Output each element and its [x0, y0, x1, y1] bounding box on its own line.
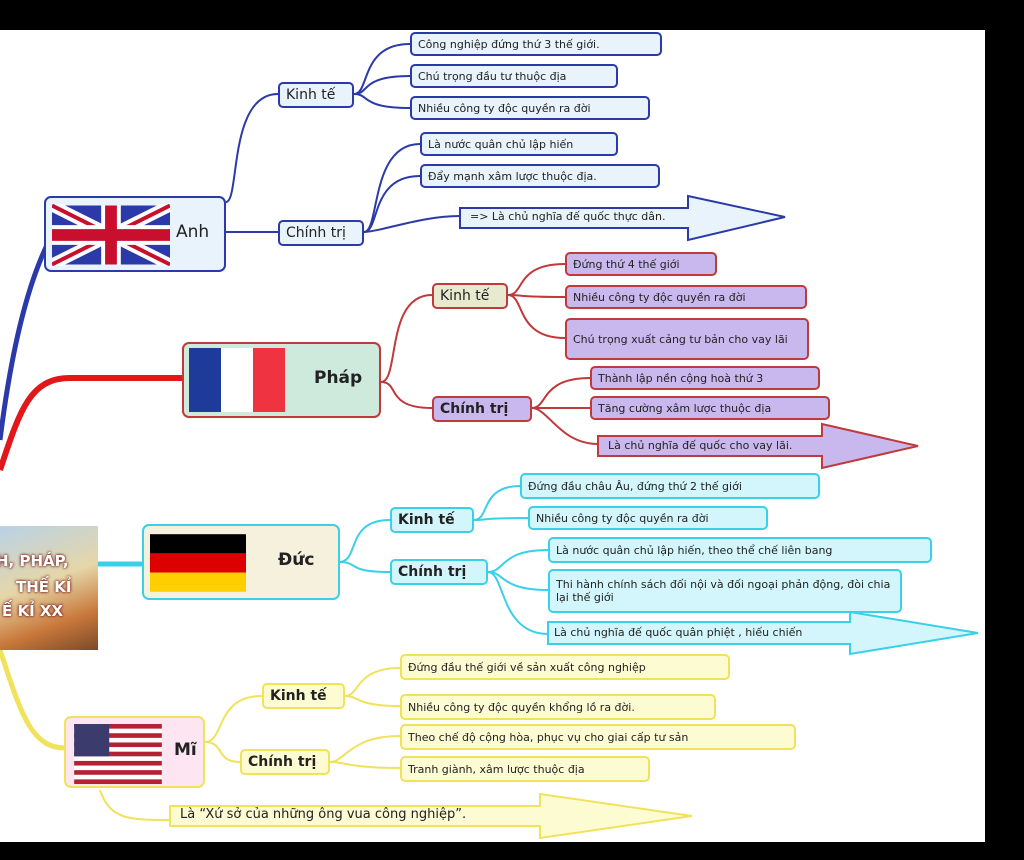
anh-kinhte-node: Kinh tế — [278, 82, 354, 108]
branch-anh-line — [0, 241, 51, 441]
phap-summary-arrow-text: Là chủ nghĩa đế quốc cho vay lãi. — [608, 439, 793, 452]
country-label-duc: Đức — [278, 550, 315, 570]
duc-kinhte-node: Kinh tế — [390, 507, 474, 533]
mi-kinhte-node: Kinh tế — [262, 683, 345, 709]
country-label-mi: Mĩ — [174, 740, 197, 760]
phap-kinhte-item-3: Chú trọng xuất cảng tư bản cho vay lãi — [565, 318, 809, 360]
phap-kinhte-item-1: Đứng thứ 4 thế giới — [565, 252, 717, 276]
mi-summary-arrow-text: Là “Xứ sở của những ông vua công nghiệp”… — [180, 807, 467, 822]
germany-flag-icon — [150, 534, 246, 592]
country-node-mi: Mĩ — [64, 716, 205, 788]
branch-phap-line — [0, 375, 182, 471]
phap-chinhtri-item-2: Tăng cường xâm lược thuộc địa — [590, 396, 830, 420]
center-text-1: H, PHÁP, — [0, 552, 69, 570]
mi-kinhte-item-1: Đứng đầu thế giới về sản xuất công nghiệ… — [400, 654, 730, 680]
duc-chinhtri-node: Chính trị — [390, 559, 488, 585]
mi-chinhtri-node: Chính trị — [240, 749, 330, 775]
country-node-anh: Anh — [44, 196, 226, 272]
anh-chinhtri-item-1: Là nước quân chủ lập hiến — [420, 132, 618, 156]
anh-chinhtri-item-2: Đẩy mạnh xâm lược thuộc địa. — [420, 164, 660, 188]
phap-kinhte-node: Kinh tế — [432, 283, 508, 309]
mi-chinhtri-item-2: Tranh giành, xâm lược thuộc địa — [400, 756, 650, 782]
country-label-phap: Pháp — [314, 368, 363, 388]
duc-chinhtri-item-2: Thi hành chính sách đối nội và đối ngoại… — [548, 569, 902, 613]
branch-mi-line — [0, 649, 66, 751]
france-flag-icon — [189, 348, 285, 412]
usa-flag-icon — [74, 724, 162, 784]
mindmap-canvas: H, PHÁP, THẾ KỈ Ế KỈ XX Anh Kinh tế Chín… — [0, 30, 985, 842]
duc-chinhtri-item-1: Là nước quân chủ lập hiến, theo thể chế … — [548, 537, 932, 563]
phap-kinhte-item-2: Nhiều công ty độc quyền ra đời — [565, 285, 807, 309]
country-label-anh: Anh — [176, 222, 210, 242]
country-node-phap: Pháp — [182, 342, 381, 418]
phap-chinhtri-node: Chính trị — [432, 396, 532, 422]
center-text-2: THẾ KỈ — [16, 578, 72, 596]
anh-chinhtri-node: Chính trị — [278, 220, 364, 246]
phap-summary-arrow-shape — [597, 422, 919, 470]
duc-summary-arrow-text: Là chủ nghĩa đế quốc quân phiệt , hiếu c… — [554, 626, 803, 639]
anh-summary-arrow-text: => Là chủ nghĩa đế quốc thực dân. — [470, 210, 666, 223]
mi-chinhtri-item-1: Theo chế độ cộng hòa, phục vụ cho giai c… — [400, 724, 796, 750]
duc-kinhte-item-1: Đứng đầu châu Âu, đứng thứ 2 thế giới — [520, 473, 820, 499]
anh-summary-arrow-shape — [459, 194, 786, 242]
anh-kinhte-item-3: Nhiều công ty độc quyền ra đời — [410, 96, 650, 120]
anh-kinhte-item-1: Công nghiệp đứng thứ 3 thế giới. — [410, 32, 662, 56]
country-node-duc: Đức — [142, 524, 340, 600]
duc-summary-arrow-shape — [547, 610, 979, 656]
mi-summary-arrow-shape — [169, 792, 693, 840]
anh-kinhte-item-2: Chú trọng đầu tư thuộc địa — [410, 64, 618, 88]
center-topic-image: H, PHÁP, THẾ KỈ Ế KỈ XX — [0, 526, 98, 650]
connector-lines — [0, 43, 979, 840]
uk-flag-icon — [52, 204, 170, 266]
phap-chinhtri-item-1: Thành lập nền cộng hoà thứ 3 — [590, 366, 820, 390]
mi-kinhte-item-2: Nhiều công ty độc quyền khổng lồ ra đời. — [400, 694, 716, 720]
center-text-3: Ế KỈ XX — [2, 602, 64, 620]
duc-kinhte-item-2: Nhiều công ty độc quyền ra đời — [528, 506, 768, 530]
